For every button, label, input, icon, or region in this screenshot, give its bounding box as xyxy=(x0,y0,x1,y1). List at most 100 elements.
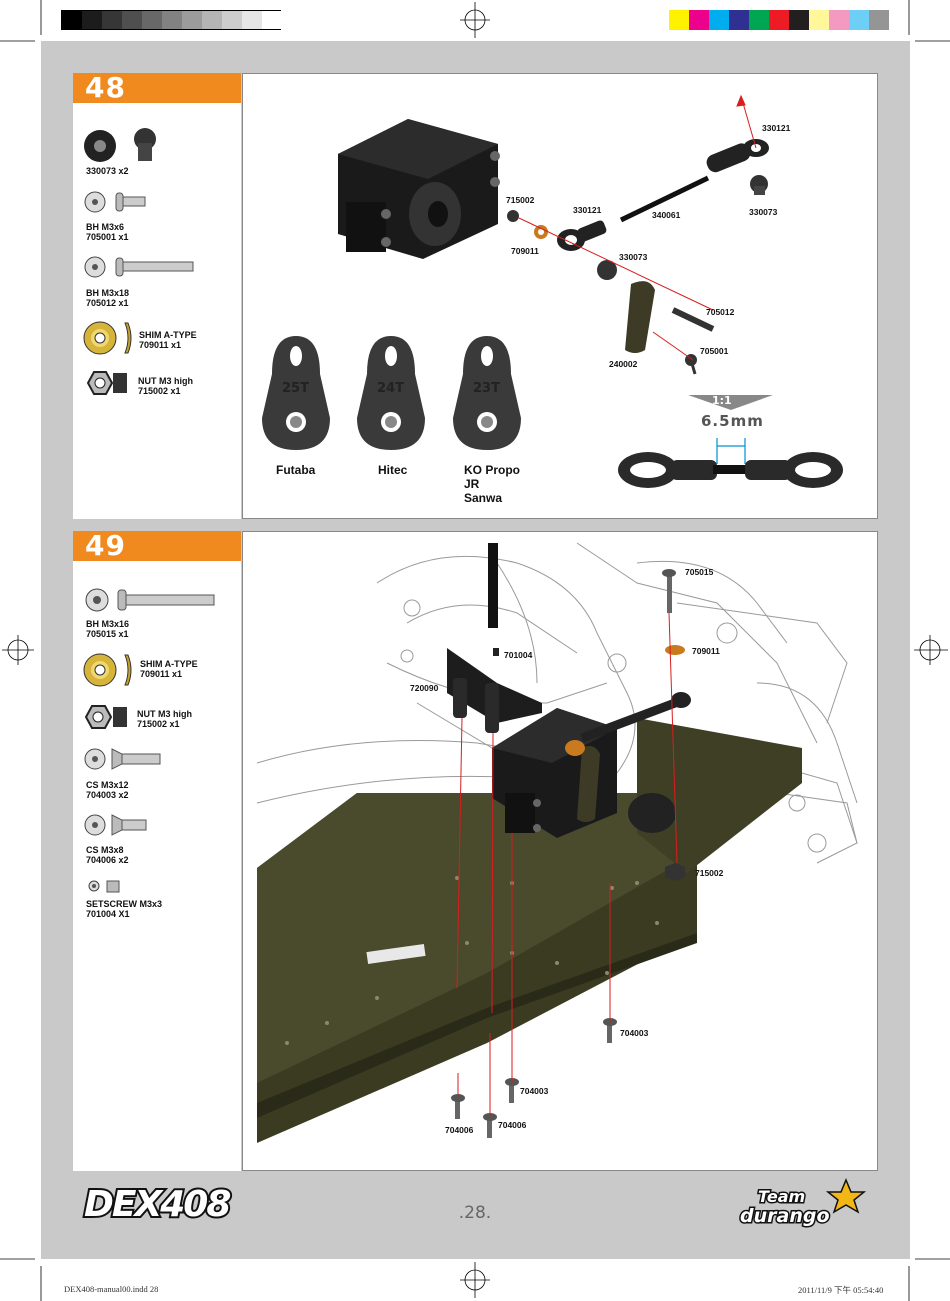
footer-timestamp: 2011/11/9 下午 05:54:40 xyxy=(798,1285,884,1295)
grayscale-swatch xyxy=(142,11,162,29)
grayscale-swatch xyxy=(62,11,82,29)
color-swatch xyxy=(809,10,829,30)
scale-arrow-shape xyxy=(688,395,773,410)
grayscale-swatch xyxy=(102,11,122,29)
grayscale-swatch xyxy=(162,11,182,29)
ball-end-icon xyxy=(84,128,156,162)
screw-cs-short-icon xyxy=(84,814,147,836)
dimension-label: 6.5mm xyxy=(701,412,764,430)
step-49-parts-panel xyxy=(73,531,241,1171)
color-swatch xyxy=(869,10,889,30)
brand-hitec-label: Hitec xyxy=(378,463,408,477)
callout-330121-b: 330121 xyxy=(573,205,602,215)
steering-link-icon xyxy=(565,692,691,833)
grayscale-swatch xyxy=(182,11,202,29)
callout-704003-b: 704003 xyxy=(520,1086,549,1096)
color-swatch xyxy=(829,10,849,30)
step-48-number: 48 xyxy=(73,73,241,103)
svg-text:durango: durango xyxy=(740,1205,830,1227)
color-swatch xyxy=(729,10,749,30)
setscrew-icon xyxy=(88,880,120,893)
footer-file-name: DEX408-manual00.indd 28 xyxy=(64,1284,159,1294)
step-48-part-1-label: 330073 x2 xyxy=(86,166,129,176)
dex408-logo: DEX408 xyxy=(82,1182,234,1227)
callout-709011: 709011 xyxy=(692,646,720,656)
grayscale-swatch xyxy=(202,11,222,29)
color-swatch xyxy=(709,10,729,30)
page-number: .28. xyxy=(458,1203,492,1223)
screw-bh-icon xyxy=(84,191,146,213)
horn-23t-label: 23T xyxy=(473,381,500,396)
step-49-chassis-diagram xyxy=(256,542,858,1143)
step-48-exploded-diagram xyxy=(262,94,843,488)
servo-mount-icon xyxy=(447,648,542,733)
callout-715002: 715002 xyxy=(695,868,724,878)
color-swatch xyxy=(669,10,689,30)
servo-illustration xyxy=(338,119,500,259)
horn-24t-label: 24T xyxy=(377,381,404,396)
screw-long-icon xyxy=(84,256,194,278)
grayscale-swatch xyxy=(262,11,282,29)
svg-text:Team: Team xyxy=(758,1187,805,1206)
callout-330073-a: 330073 xyxy=(749,207,778,217)
scale-label: 1:1 xyxy=(712,394,732,407)
callout-704003-a: 704003 xyxy=(620,1028,649,1038)
registration-mark-top xyxy=(460,2,490,38)
nut-icon xyxy=(86,371,127,395)
callout-720090: 720090 xyxy=(410,683,439,693)
team-durango-logo: Team durango xyxy=(739,1178,867,1229)
color-swatch xyxy=(849,10,869,30)
callout-705015: 705015 xyxy=(685,567,714,577)
step-48-diagram-panel xyxy=(242,73,878,519)
servo-horn-24t-icon xyxy=(357,336,425,450)
callout-705001: 705001 xyxy=(700,346,729,356)
callout-704006-b: 704006 xyxy=(445,1125,474,1135)
servo-horn-25t-icon xyxy=(262,336,330,450)
color-swatch xyxy=(689,10,709,30)
callout-715002: 715002 xyxy=(506,195,535,205)
step-48-part-icons xyxy=(83,128,194,395)
horn-25t-label: 25T xyxy=(282,381,309,396)
grayscale-swatch xyxy=(122,11,142,29)
registration-mark-left xyxy=(2,635,34,665)
step-49-part-icons xyxy=(83,588,215,893)
callout-340061: 340061 xyxy=(652,210,681,220)
color-swatch xyxy=(769,10,789,30)
color-bar xyxy=(669,10,889,30)
color-swatch xyxy=(789,10,809,30)
registration-mark-right xyxy=(914,635,948,665)
color-swatch xyxy=(749,10,769,30)
registration-mark-bottom xyxy=(460,1262,490,1298)
callout-704006-a: 704006 xyxy=(498,1120,527,1130)
callout-330121-a: 330121 xyxy=(762,123,791,133)
turnbuckle-assembly-icon xyxy=(618,452,843,488)
screw-bh-long-icon xyxy=(85,588,215,612)
grayscale-swatch xyxy=(242,11,262,29)
nut-icon xyxy=(84,705,127,729)
callout-705012: 705012 xyxy=(706,307,735,317)
grayscale-swatch xyxy=(222,11,242,29)
shim-icon xyxy=(83,653,132,687)
servo-horn-23t-icon xyxy=(453,336,521,450)
callout-330073-b: 330073 xyxy=(619,252,648,262)
screw-cs-long-icon xyxy=(84,748,161,770)
svg-text:DEX408: DEX408 xyxy=(84,1184,230,1225)
step-49-number: 49 xyxy=(73,531,241,561)
grayscale-bar xyxy=(61,10,282,30)
grayscale-swatch xyxy=(82,11,102,29)
callout-701004: 701004 xyxy=(504,650,533,660)
callout-709011: 709011 xyxy=(511,246,539,256)
callout-240002: 240002 xyxy=(609,359,638,369)
